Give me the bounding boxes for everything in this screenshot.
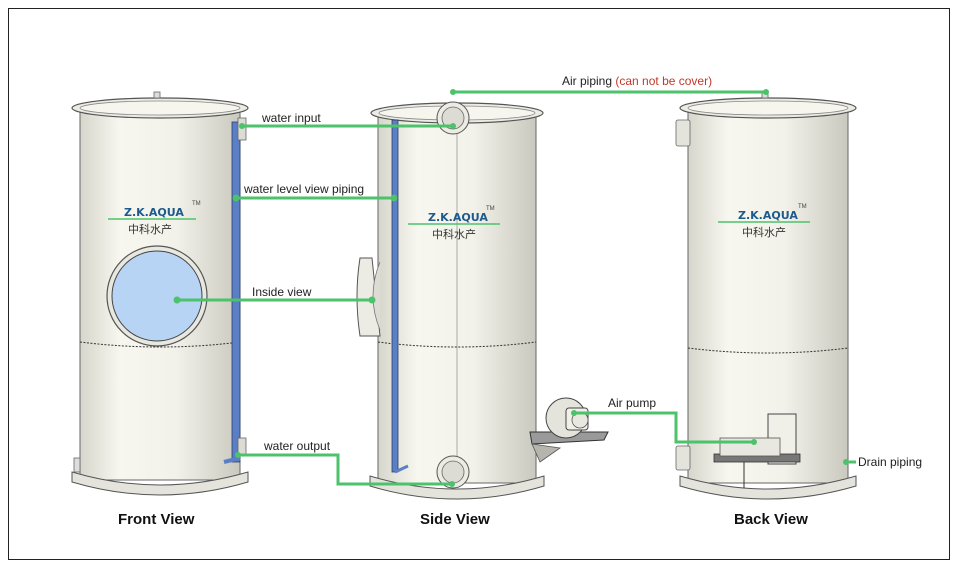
water-input-nozzle (436, 101, 470, 135)
inside-view-window (106, 245, 208, 347)
inside-view-label: Inside view (252, 285, 312, 299)
svg-text:中科水产: 中科水产 (128, 222, 172, 236)
connector-dots (173, 89, 849, 487)
svg-text:Z.K.AQUA: Z.K.AQUA (124, 206, 184, 219)
front-tank: Z.K.AQUA TM 中科水产 (71, 91, 249, 496)
air-pump (529, 397, 609, 463)
side-window-flange (356, 257, 381, 337)
front-view-title: Front View (118, 511, 195, 528)
svg-text:TM: TM (486, 206, 495, 212)
svg-text:TM: TM (798, 204, 807, 210)
water-output-connector (238, 453, 452, 486)
drain-piping-label: Drain piping (858, 455, 922, 469)
side-view-title: Side View (420, 511, 490, 528)
brand-logo-front: Z.K.AQUA TM 中科水产 (108, 201, 201, 236)
water-level-label: water level view piping (243, 182, 364, 196)
air-pump-label: Air pump (608, 396, 656, 410)
back-tank: Z.K.AQUA TM 中科水产 (675, 91, 857, 500)
brand-logo-back: Z.K.AQUA TM 中科水产 (718, 204, 810, 239)
water-input-label: water input (261, 111, 321, 125)
water-output-label: water output (263, 439, 331, 453)
svg-text:TM: TM (192, 201, 201, 207)
svg-text:Z.K.AQUA: Z.K.AQUA (738, 209, 798, 222)
water-output-nozzle (436, 455, 470, 489)
back-air-pump (713, 413, 801, 488)
connector-lines (177, 90, 856, 486)
diagram-frame (8, 8, 950, 560)
svg-text:中科水产: 中科水产 (742, 225, 786, 239)
air-piping-label: Air piping (can not be cover) (562, 74, 712, 88)
svg-text:Z.K.AQUA: Z.K.AQUA (428, 211, 488, 224)
brand-logo-side: Z.K.AQUA TM 中科水产 (408, 206, 500, 241)
water-level-tube-side (391, 119, 409, 474)
back-view-title: Back View (734, 511, 808, 528)
air-pump-connector (574, 411, 754, 444)
air-piping-note: (can not be cover) (615, 74, 712, 88)
side-tank: Z.K.AQUA TM 中科水产 (356, 101, 609, 500)
svg-text:中科水产: 中科水产 (432, 227, 476, 241)
